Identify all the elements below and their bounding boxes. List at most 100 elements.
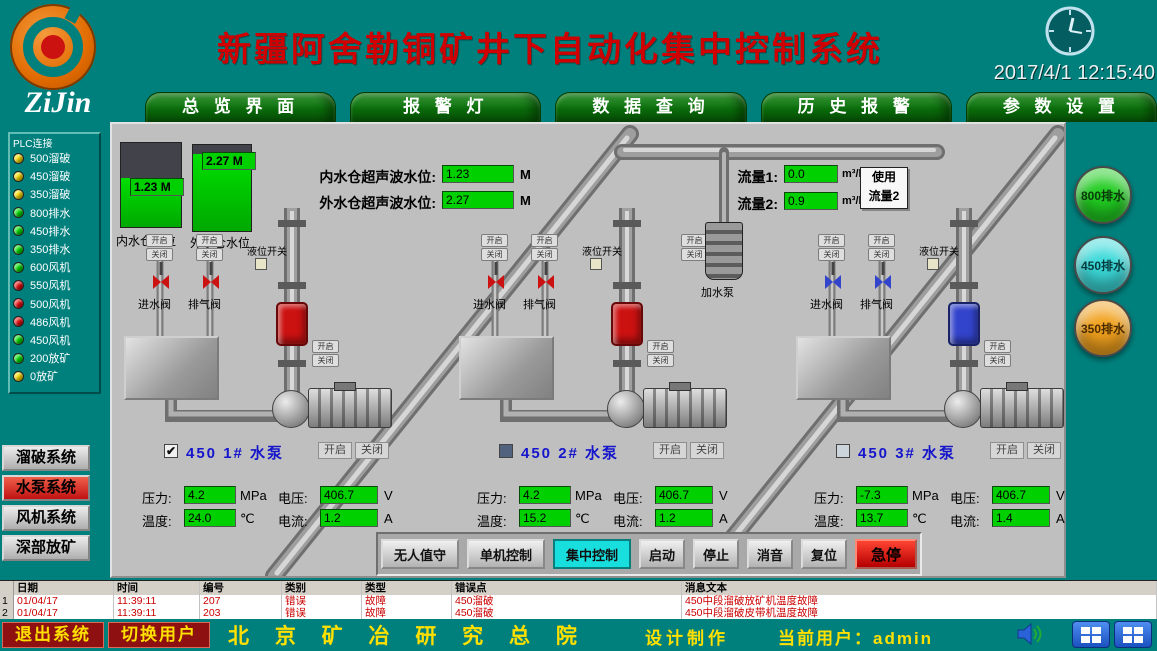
footer-design: 设计制作 [645, 629, 729, 648]
pressure-unit: MPa [912, 488, 939, 503]
open-button[interactable]: 开启 [531, 234, 558, 247]
pump-open-button[interactable]: 开启 [653, 442, 687, 459]
scada-panel: 1.23 M 内水仓水位 2.27 M 外水仓水位 内水仓超声波水位: 1.23… [110, 122, 1066, 578]
plc-status-item: 500风机 [13, 295, 96, 313]
pump-select-checkbox[interactable]: ✔ [164, 444, 178, 458]
pump-volute [607, 390, 645, 428]
open-button[interactable]: 开启 [196, 234, 223, 247]
close-button[interactable]: 关闭 [818, 248, 845, 261]
plc-status-label: 500溜破 [30, 153, 71, 166]
plc-status-label: 450排水 [30, 225, 71, 238]
status-led [13, 298, 24, 310]
open-button[interactable]: 开启 [647, 340, 674, 353]
plc-status-label: 486风机 [30, 316, 71, 329]
mute-button[interactable]: 消音 [747, 539, 793, 569]
close-button[interactable]: 关闭 [196, 248, 223, 261]
pump-close-button[interactable]: 关闭 [690, 442, 724, 459]
discharge-valve-actuator [611, 302, 643, 346]
cell-id: 207 [200, 595, 282, 607]
inner-level-value: 1.23 [442, 165, 514, 183]
close-button[interactable]: 关闭 [531, 248, 558, 261]
windows-icon-2[interactable] [1114, 621, 1152, 648]
single-control-button[interactable]: 单机控制 [467, 539, 545, 569]
tab-parameter-settings[interactable]: 参 数 设 置 [965, 92, 1157, 122]
status-led [13, 352, 24, 364]
alarm-table: 日期 时间 编号 类别 类型 错误点 消息文本 1 01/04/17 11:39… [0, 580, 1157, 619]
tab-data-query[interactable]: 数 据 查 询 [555, 92, 747, 122]
pump-select-checkbox[interactable] [836, 444, 850, 458]
speaker-icon[interactable] [1016, 621, 1044, 647]
footer-org: 北 京 矿 冶 研 究 总 院 [228, 625, 587, 648]
menu-crusher-system[interactable]: 溜破系统 [2, 445, 90, 471]
drain-350-button[interactable]: 350排水 [1074, 299, 1132, 357]
menu-deep-ore-system[interactable]: 深部放矿 [2, 535, 90, 561]
open-button[interactable]: 开启 [681, 234, 708, 247]
exhaust-valve-label: 排气阀 [188, 299, 221, 311]
pump-motor [308, 382, 392, 428]
menu-pump-system[interactable]: 水泵系统 [2, 475, 90, 501]
menu-fan-system[interactable]: 风机系统 [2, 505, 90, 531]
pump-open-button[interactable]: 开启 [318, 442, 352, 459]
col-category: 类别 [282, 581, 362, 595]
unattended-mode-button[interactable]: 无人值守 [381, 539, 459, 569]
pressure-unit: MPa [575, 488, 602, 503]
central-control-button[interactable]: 集中控制 [553, 539, 631, 569]
outer-level-label: 外水仓超声波水位: [319, 195, 436, 211]
tab-overview[interactable]: 总 览 界 面 [145, 92, 337, 122]
current-unit: A [719, 511, 728, 526]
stop-button[interactable]: 停止 [693, 539, 739, 569]
close-button[interactable]: 关闭 [681, 248, 708, 261]
drain-450-button[interactable]: 450排水 [1074, 236, 1132, 294]
switch-user-button[interactable]: 切换用户 [108, 622, 210, 648]
open-button[interactable]: 开启 [312, 340, 339, 353]
open-button[interactable]: 开启 [984, 340, 1011, 353]
pump-close-button[interactable]: 关闭 [1027, 442, 1061, 459]
estop-button[interactable]: 急停 [855, 539, 917, 569]
suction-tank [124, 336, 219, 400]
cell-category: 错误 [282, 607, 362, 619]
tab-history-alarms[interactable]: 历 史 报 警 [760, 92, 952, 122]
exit-system-button[interactable]: 退出系统 [2, 622, 104, 648]
close-button[interactable]: 关闭 [647, 354, 674, 367]
pump-select-checkbox[interactable] [499, 444, 513, 458]
close-button[interactable]: 关闭 [481, 248, 508, 261]
voltage-unit: V [1056, 488, 1065, 503]
alarm-row[interactable]: 1 01/04/17 11:39:11 207 错误 故障 450溜破 450中… [0, 595, 1157, 607]
alarm-row[interactable]: 2 01/04/17 11:39:11 203 错误 故障 450溜破 450中… [0, 607, 1157, 619]
close-button[interactable]: 关闭 [868, 248, 895, 261]
temp-label: 温度: [477, 514, 507, 529]
exhaust-valve-controls: 开启 关闭 [196, 234, 223, 261]
use-flow2-button[interactable]: 使用 流量2 [860, 167, 908, 209]
reset-button[interactable]: 复位 [801, 539, 847, 569]
drain-800-button[interactable]: 800排水 [1074, 166, 1132, 224]
windows-icon-1[interactable] [1072, 621, 1110, 648]
cell-message: 450中段溜破放矿机温度故障 [682, 595, 1157, 607]
plc-status-item: 550风机 [13, 276, 96, 294]
pump-close-button[interactable]: 关闭 [355, 442, 389, 459]
inlet-valve-icon [488, 262, 504, 289]
open-button[interactable]: 开启 [146, 234, 173, 247]
booster-pump-icon [705, 222, 743, 280]
col-message: 消息文本 [682, 581, 1157, 595]
start-button[interactable]: 启动 [639, 539, 685, 569]
suction-tank [459, 336, 554, 400]
pump-motor [980, 382, 1064, 428]
flow1-value: 0.0 [784, 165, 838, 183]
tab-alarm-lights[interactable]: 报 警 灯 [350, 92, 542, 122]
plc-status-item: 350排水 [13, 240, 96, 258]
status-led [13, 261, 24, 273]
close-button[interactable]: 关闭 [984, 354, 1011, 367]
close-button[interactable]: 关闭 [312, 354, 339, 367]
col-id: 编号 [200, 581, 282, 595]
pump-station-1: 开启 关闭 开启 关闭 液位开关 进水阀 排气阀 开 [122, 124, 462, 580]
close-button[interactable]: 关闭 [146, 248, 173, 261]
inner-tank-level-value: 1.23 M [130, 178, 184, 196]
open-button[interactable]: 开启 [868, 234, 895, 247]
flow2-unit: m³/h [842, 195, 866, 207]
open-button[interactable]: 开启 [481, 234, 508, 247]
pump-open-button[interactable]: 开启 [990, 442, 1024, 459]
exhaust-valve-controls: 开启 关闭 [868, 234, 895, 261]
open-button[interactable]: 开启 [818, 234, 845, 247]
current-value: 1.2 [655, 509, 713, 527]
